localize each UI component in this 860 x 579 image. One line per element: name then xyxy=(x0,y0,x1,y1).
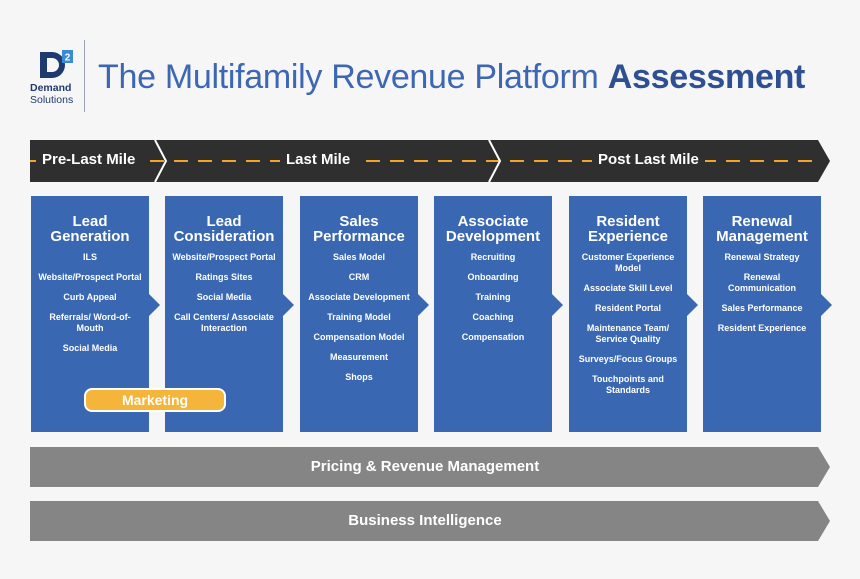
column-item: Renewal Strategy xyxy=(724,252,800,262)
column-item: Training Model xyxy=(327,312,391,322)
roadmap-road-shape xyxy=(30,140,830,182)
business-intelligence-bar: Business Intelligence xyxy=(30,501,830,541)
column-item: CRM xyxy=(348,272,370,282)
column-item: Surveys/Focus Groups xyxy=(578,354,678,364)
logo-wordmark: Demand Solutions xyxy=(30,82,73,106)
demand-solutions-logo: 2 Demand Solutions xyxy=(28,48,90,112)
column-item: Customer Experience Model xyxy=(581,252,675,273)
bi-bar-shape xyxy=(30,501,830,541)
column-item: ILS xyxy=(82,252,97,262)
column-item: Recruiting xyxy=(470,252,516,262)
column-title: Lead Generation xyxy=(50,213,130,245)
column-item: Social Media xyxy=(196,292,252,302)
column-item: Associate Development xyxy=(308,292,410,302)
column-item: Training xyxy=(475,292,511,302)
logo-superscript: 2 xyxy=(65,53,71,64)
column-item: Ratings Sites xyxy=(195,272,253,282)
column-item: Renewal Communication xyxy=(727,272,796,293)
column-arrow-icon xyxy=(418,294,429,316)
column-arrow-icon xyxy=(283,294,294,316)
column-item: Touchpoints and Standards xyxy=(592,374,664,395)
column-arrow-icon xyxy=(149,294,160,316)
header-divider xyxy=(84,40,85,112)
page-title: The Multifamily Revenue Platform Assessm… xyxy=(98,58,805,97)
logo-name-line1: Demand xyxy=(30,82,72,94)
page-title-main: The Multifamily Revenue Platform xyxy=(98,58,608,96)
stage-post-last-mile: Post Last Mile xyxy=(592,151,705,168)
column-item: Referrals/ Word-of-Mouth xyxy=(49,312,131,333)
column-item: Sales Performance xyxy=(721,303,803,313)
column-arrow-icon xyxy=(821,294,832,316)
column-title: Renewal Management xyxy=(716,213,808,245)
business-intelligence-label: Business Intelligence xyxy=(348,512,502,529)
stage-last-mile: Last Mile xyxy=(280,151,357,168)
column-arrow-icon xyxy=(687,294,698,316)
column-item: Social Media xyxy=(62,343,118,353)
column-item: Website/Prospect Portal xyxy=(38,272,142,282)
column-item: Coaching xyxy=(472,312,514,322)
column-item: Maintenance Team/ Service Quality xyxy=(586,323,670,344)
column-item: Curb Appeal xyxy=(63,292,117,302)
stage-pre-last-mile: Pre-Last Mile xyxy=(36,151,142,168)
page-title-emphasis: Assessment xyxy=(607,58,806,96)
column-title: Lead Consideration xyxy=(173,213,275,245)
pricing-revenue-bar: Pricing & Revenue Management xyxy=(30,447,830,487)
column-item: Compensation xyxy=(461,332,525,342)
column-item: Compensation Model xyxy=(313,332,405,342)
pricing-revenue-label: Pricing & Revenue Management xyxy=(310,458,540,475)
column-item: Measurement xyxy=(329,352,389,362)
column-title: Resident Experience xyxy=(587,213,669,245)
column-title: Associate Development xyxy=(445,213,541,245)
column-item: Website/Prospect Portal xyxy=(172,252,276,262)
column-title: Sales Performance xyxy=(313,213,405,245)
column-item: Resident Portal xyxy=(594,303,661,313)
column-arrow-icon xyxy=(552,294,563,316)
roadmap-bar: Pre-Last Mile Last Mile Post Last Mile xyxy=(30,140,830,182)
column-item: Sales Model xyxy=(332,252,386,262)
d-squared-logo-icon: 2 xyxy=(40,50,73,78)
column-item: Associate Skill Level xyxy=(583,283,673,293)
column-item: Onboarding xyxy=(467,272,519,282)
pricing-bar-shape xyxy=(30,447,830,487)
column-item: Resident Experience xyxy=(717,323,807,333)
marketing-badge: Marketing xyxy=(84,388,226,412)
column-item: Shops xyxy=(345,372,373,382)
column-item: Call Centers/ Associate Interaction xyxy=(174,312,274,333)
logo-name-line2: Solutions xyxy=(30,94,74,106)
